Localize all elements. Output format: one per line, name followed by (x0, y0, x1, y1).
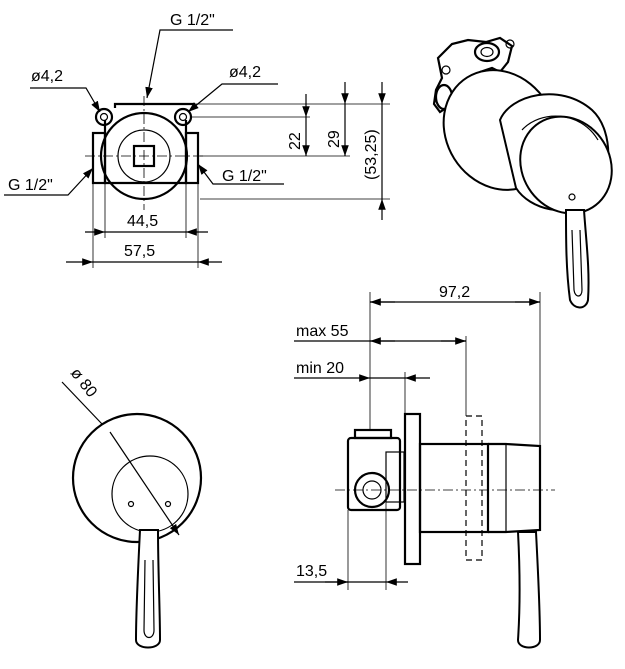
inlet-top-leader (145, 29, 233, 99)
plate-lever-slot (143, 559, 155, 639)
plate-screw-right (164, 500, 172, 508)
side-valve-top-nut (353, 428, 393, 440)
min-depth-label: min 20 (296, 360, 344, 377)
front-view: G 1/2" ø4,2 ø4,2 G 1/2" G 1/2" 22 29 (53… (4, 12, 390, 268)
iso-lever (564, 209, 590, 309)
right-mounting-hole (178, 112, 188, 122)
outlet-left-leader (4, 167, 94, 196)
valve-ear-hole-left (441, 65, 451, 75)
plate-handle-circle (111, 455, 189, 533)
box-top-edge (113, 102, 196, 108)
plate-view: ø 80 (61, 365, 203, 649)
isometric-view (432, 36, 613, 309)
diameter-leader-out (61, 381, 103, 425)
width-outer-label: 57,5 (124, 243, 155, 260)
hole-left-label: ø4,2 (31, 68, 63, 85)
hole-right-label: ø4,2 (229, 64, 261, 81)
diameter-leader (109, 431, 180, 536)
plate-screw-left (127, 500, 135, 508)
side-handle-cylinder (418, 442, 490, 534)
hole-right-leader (187, 83, 278, 113)
plate-diameter-label: ø 80 (67, 365, 100, 401)
side-handle-cap (488, 442, 542, 534)
outlet-left-label: G 1/2" (8, 177, 53, 194)
side-max-extension (465, 415, 483, 561)
valve-top-port-inner (480, 46, 494, 58)
iso-handle-face (519, 115, 613, 215)
valve-ear-hole-right (505, 39, 515, 49)
max-depth-label: max 55 (296, 323, 349, 340)
side-lever (516, 531, 542, 649)
side-view: 97,2 max 55 min 20 13,5 (294, 284, 555, 649)
outlet-right-label: G 1/2" (222, 168, 267, 185)
outlet-right-leader (197, 163, 284, 185)
iso-handle-shade (521, 115, 599, 141)
inlet-top-label: G 1/2" (170, 12, 215, 29)
body-depth-label: 13,5 (296, 563, 327, 580)
left-mounting-ear (94, 107, 114, 127)
dim-22-label: 22 (287, 132, 304, 150)
iso-lever-slot (571, 229, 583, 297)
dim-53-label: (53,25) (363, 129, 380, 180)
left-mounting-hole (99, 112, 109, 122)
valve-top-port (473, 41, 501, 63)
width-inner-label: 44,5 (127, 213, 158, 230)
side-plate (403, 412, 422, 566)
plate-lever (134, 529, 162, 649)
hole-left-leader (30, 87, 101, 113)
plate-outer-circle (71, 412, 203, 544)
iso-handle-screw (568, 193, 576, 201)
dim-29-label: 29 (326, 130, 343, 148)
depth-total-label: 97,2 (439, 284, 470, 301)
